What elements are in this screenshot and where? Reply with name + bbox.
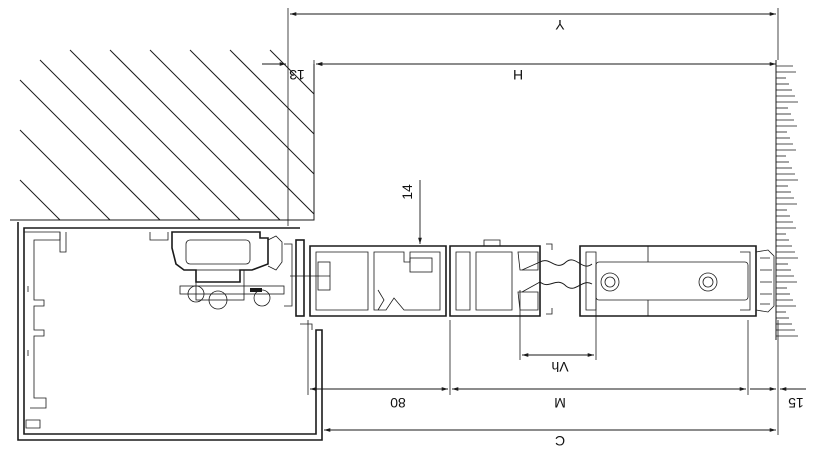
end-seal bbox=[755, 249, 775, 313]
dimension-lines bbox=[262, 12, 806, 432]
label-13: 13 bbox=[289, 67, 305, 83]
label-14: 14 bbox=[399, 184, 415, 200]
reference-lines bbox=[287, 8, 779, 435]
dimension-labels: Y H 13 14 Vh 80 M 15 C bbox=[289, 17, 804, 449]
label-c: C bbox=[555, 433, 565, 449]
label-y: Y bbox=[555, 17, 565, 33]
label-h: H bbox=[513, 67, 523, 83]
runner-carriage bbox=[171, 231, 331, 317]
right-door-leaf bbox=[579, 245, 757, 317]
label-80: 80 bbox=[390, 395, 406, 411]
right-wall-hatching bbox=[775, 60, 798, 340]
door-leaf-profile bbox=[309, 245, 447, 317]
label-vh: Vh bbox=[551, 359, 568, 375]
middle-profile bbox=[449, 239, 541, 317]
interlock-seal bbox=[521, 243, 593, 315]
label-15: 15 bbox=[788, 395, 804, 411]
left-frame-profile bbox=[17, 222, 323, 441]
label-m: M bbox=[554, 395, 566, 411]
wall-hatching bbox=[10, 49, 315, 221]
